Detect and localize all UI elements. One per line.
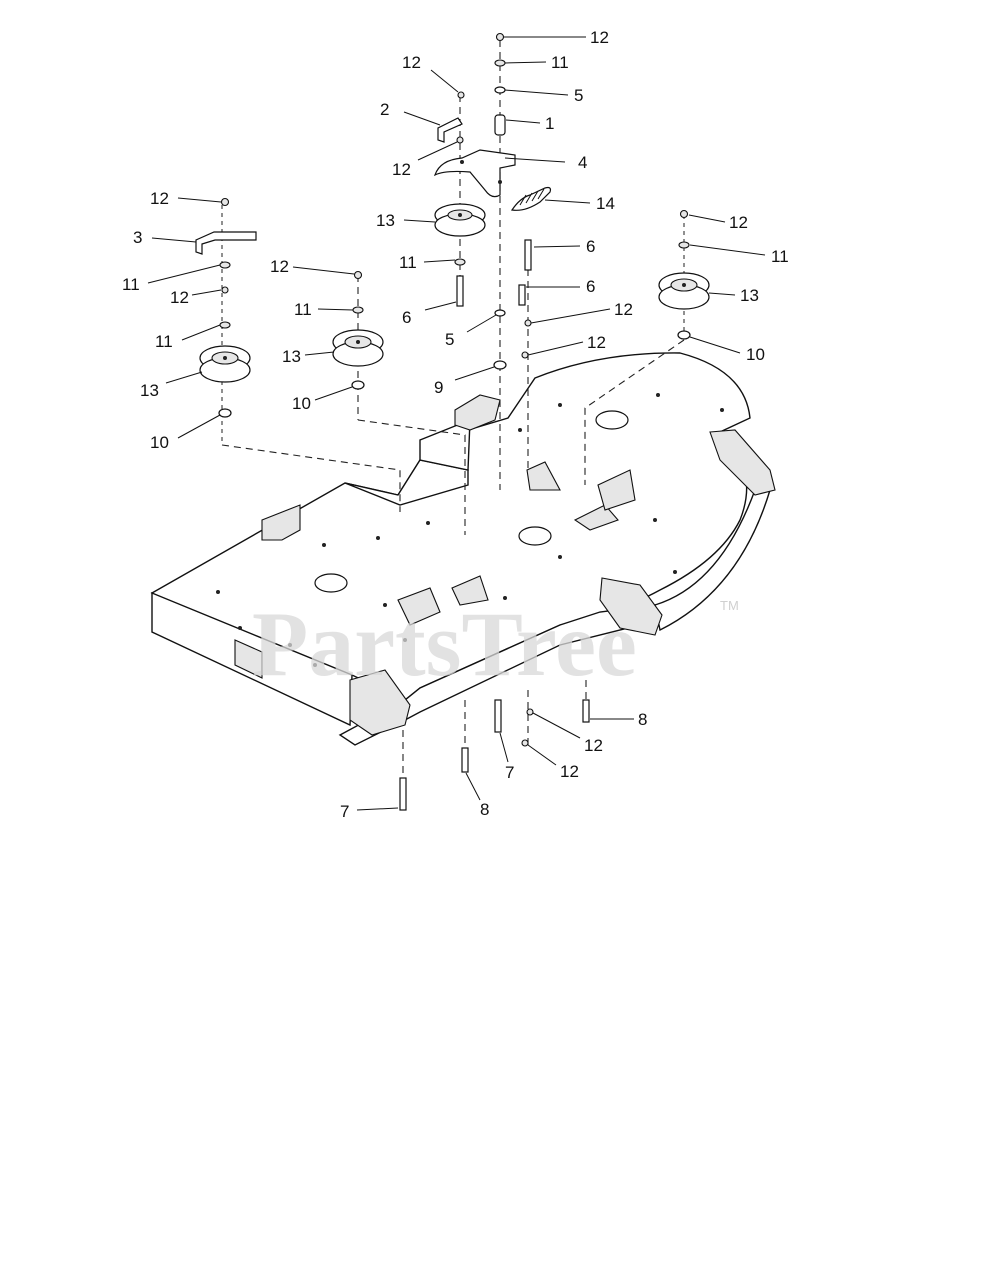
nut-12-bot-b <box>521 739 529 747</box>
washer-11-midleft <box>352 306 364 314</box>
pulley-13-center <box>434 203 486 237</box>
callout-6: 6 <box>402 308 411 327</box>
rod-3 <box>195 231 257 255</box>
spacer-10-left <box>218 408 232 418</box>
watermark-tm: TM <box>720 598 739 613</box>
callout-12: 12 <box>150 189 169 208</box>
nut-12-b2 <box>521 351 529 359</box>
callout-12: 12 <box>587 333 606 352</box>
callout-10: 10 <box>292 394 311 413</box>
bolt-8-right <box>582 699 590 723</box>
callout-10: 10 <box>746 345 765 364</box>
callout-13: 13 <box>282 347 301 366</box>
washer-11-left-b <box>219 321 231 329</box>
callout-13: 13 <box>376 211 395 230</box>
callout-12: 12 <box>270 257 289 276</box>
callout-12: 12 <box>402 53 421 72</box>
nut-12-bot-a <box>526 708 534 716</box>
callout-11: 11 <box>122 275 140 294</box>
callout-12: 12 <box>614 300 633 319</box>
callout-11: 11 <box>294 300 312 319</box>
callout-12: 12 <box>590 28 609 47</box>
callout-10: 10 <box>150 433 169 452</box>
nut-12-right <box>679 209 689 219</box>
spacer-1 <box>494 114 506 136</box>
callout-11: 11 <box>551 53 569 72</box>
callout-12: 12 <box>729 213 748 232</box>
nut-12-b1 <box>524 319 532 327</box>
callout-1: 1 <box>545 114 554 133</box>
nut-12-rod2 <box>457 91 465 99</box>
callout-12: 12 <box>560 762 579 781</box>
callout-2: 2 <box>380 100 389 119</box>
callout-11: 11 <box>771 247 789 266</box>
rod-2 <box>437 117 463 143</box>
callout-6: 6 <box>586 277 595 296</box>
washer-11-left-a <box>219 261 231 269</box>
hardware-parts <box>195 32 710 811</box>
bolt-8-mid <box>461 747 469 773</box>
callout-13: 13 <box>740 286 759 305</box>
washer-11-top <box>494 59 506 67</box>
spacer-9 <box>493 360 507 370</box>
pulley-13-right <box>658 272 710 310</box>
nut-12-arm <box>456 136 464 144</box>
washer-11-right <box>678 241 690 249</box>
leader-lines <box>147 36 766 811</box>
callout-11: 11 <box>399 253 417 272</box>
washer-11-center <box>454 258 466 266</box>
bolt-6-center <box>456 275 464 307</box>
nut-12-midleft <box>353 270 363 280</box>
callout-7: 7 <box>505 763 514 782</box>
spacer-10-right <box>677 330 691 340</box>
nut-12-left-top <box>220 197 230 207</box>
partstree-watermark: PartsTree TM <box>252 593 739 695</box>
callout-6: 6 <box>586 237 595 256</box>
callout-8: 8 <box>480 800 489 819</box>
callout-14: 14 <box>596 194 615 213</box>
callout-7: 7 <box>340 802 349 821</box>
callout-3: 3 <box>133 228 142 247</box>
pulley-13-left <box>199 345 251 383</box>
callout-4: 4 <box>578 153 587 172</box>
mower-deck <box>150 352 776 746</box>
spacer-10-midleft <box>351 380 365 390</box>
callout-12: 12 <box>170 288 189 307</box>
idler-arm-4 <box>433 149 516 198</box>
pulley-13-midleft <box>332 329 384 367</box>
callout-8: 8 <box>638 710 647 729</box>
washer-5-top <box>494 86 506 94</box>
callout-labels: 12 11 5 1 4 12 2 12 14 13 11 6 5 6 6 12 … <box>122 28 789 821</box>
callout-12: 12 <box>584 736 603 755</box>
spring-14 <box>510 186 552 211</box>
callout-13: 13 <box>140 381 159 400</box>
callout-11: 11 <box>155 332 173 351</box>
washer-5-lower <box>494 309 506 317</box>
nut-12-top <box>495 32 505 42</box>
bolt-7-mid <box>494 699 502 733</box>
callout-5: 5 <box>445 330 454 349</box>
watermark-text: PartsTree <box>252 593 637 695</box>
assembly-lines <box>221 40 685 800</box>
bolt-6-b <box>518 284 526 306</box>
nut-12-left-mid <box>221 286 229 294</box>
callout-5: 5 <box>574 86 583 105</box>
callout-12: 12 <box>392 160 411 179</box>
bolt-7-left <box>399 777 407 811</box>
bolt-6-a <box>524 239 532 271</box>
callout-9: 9 <box>434 378 443 397</box>
